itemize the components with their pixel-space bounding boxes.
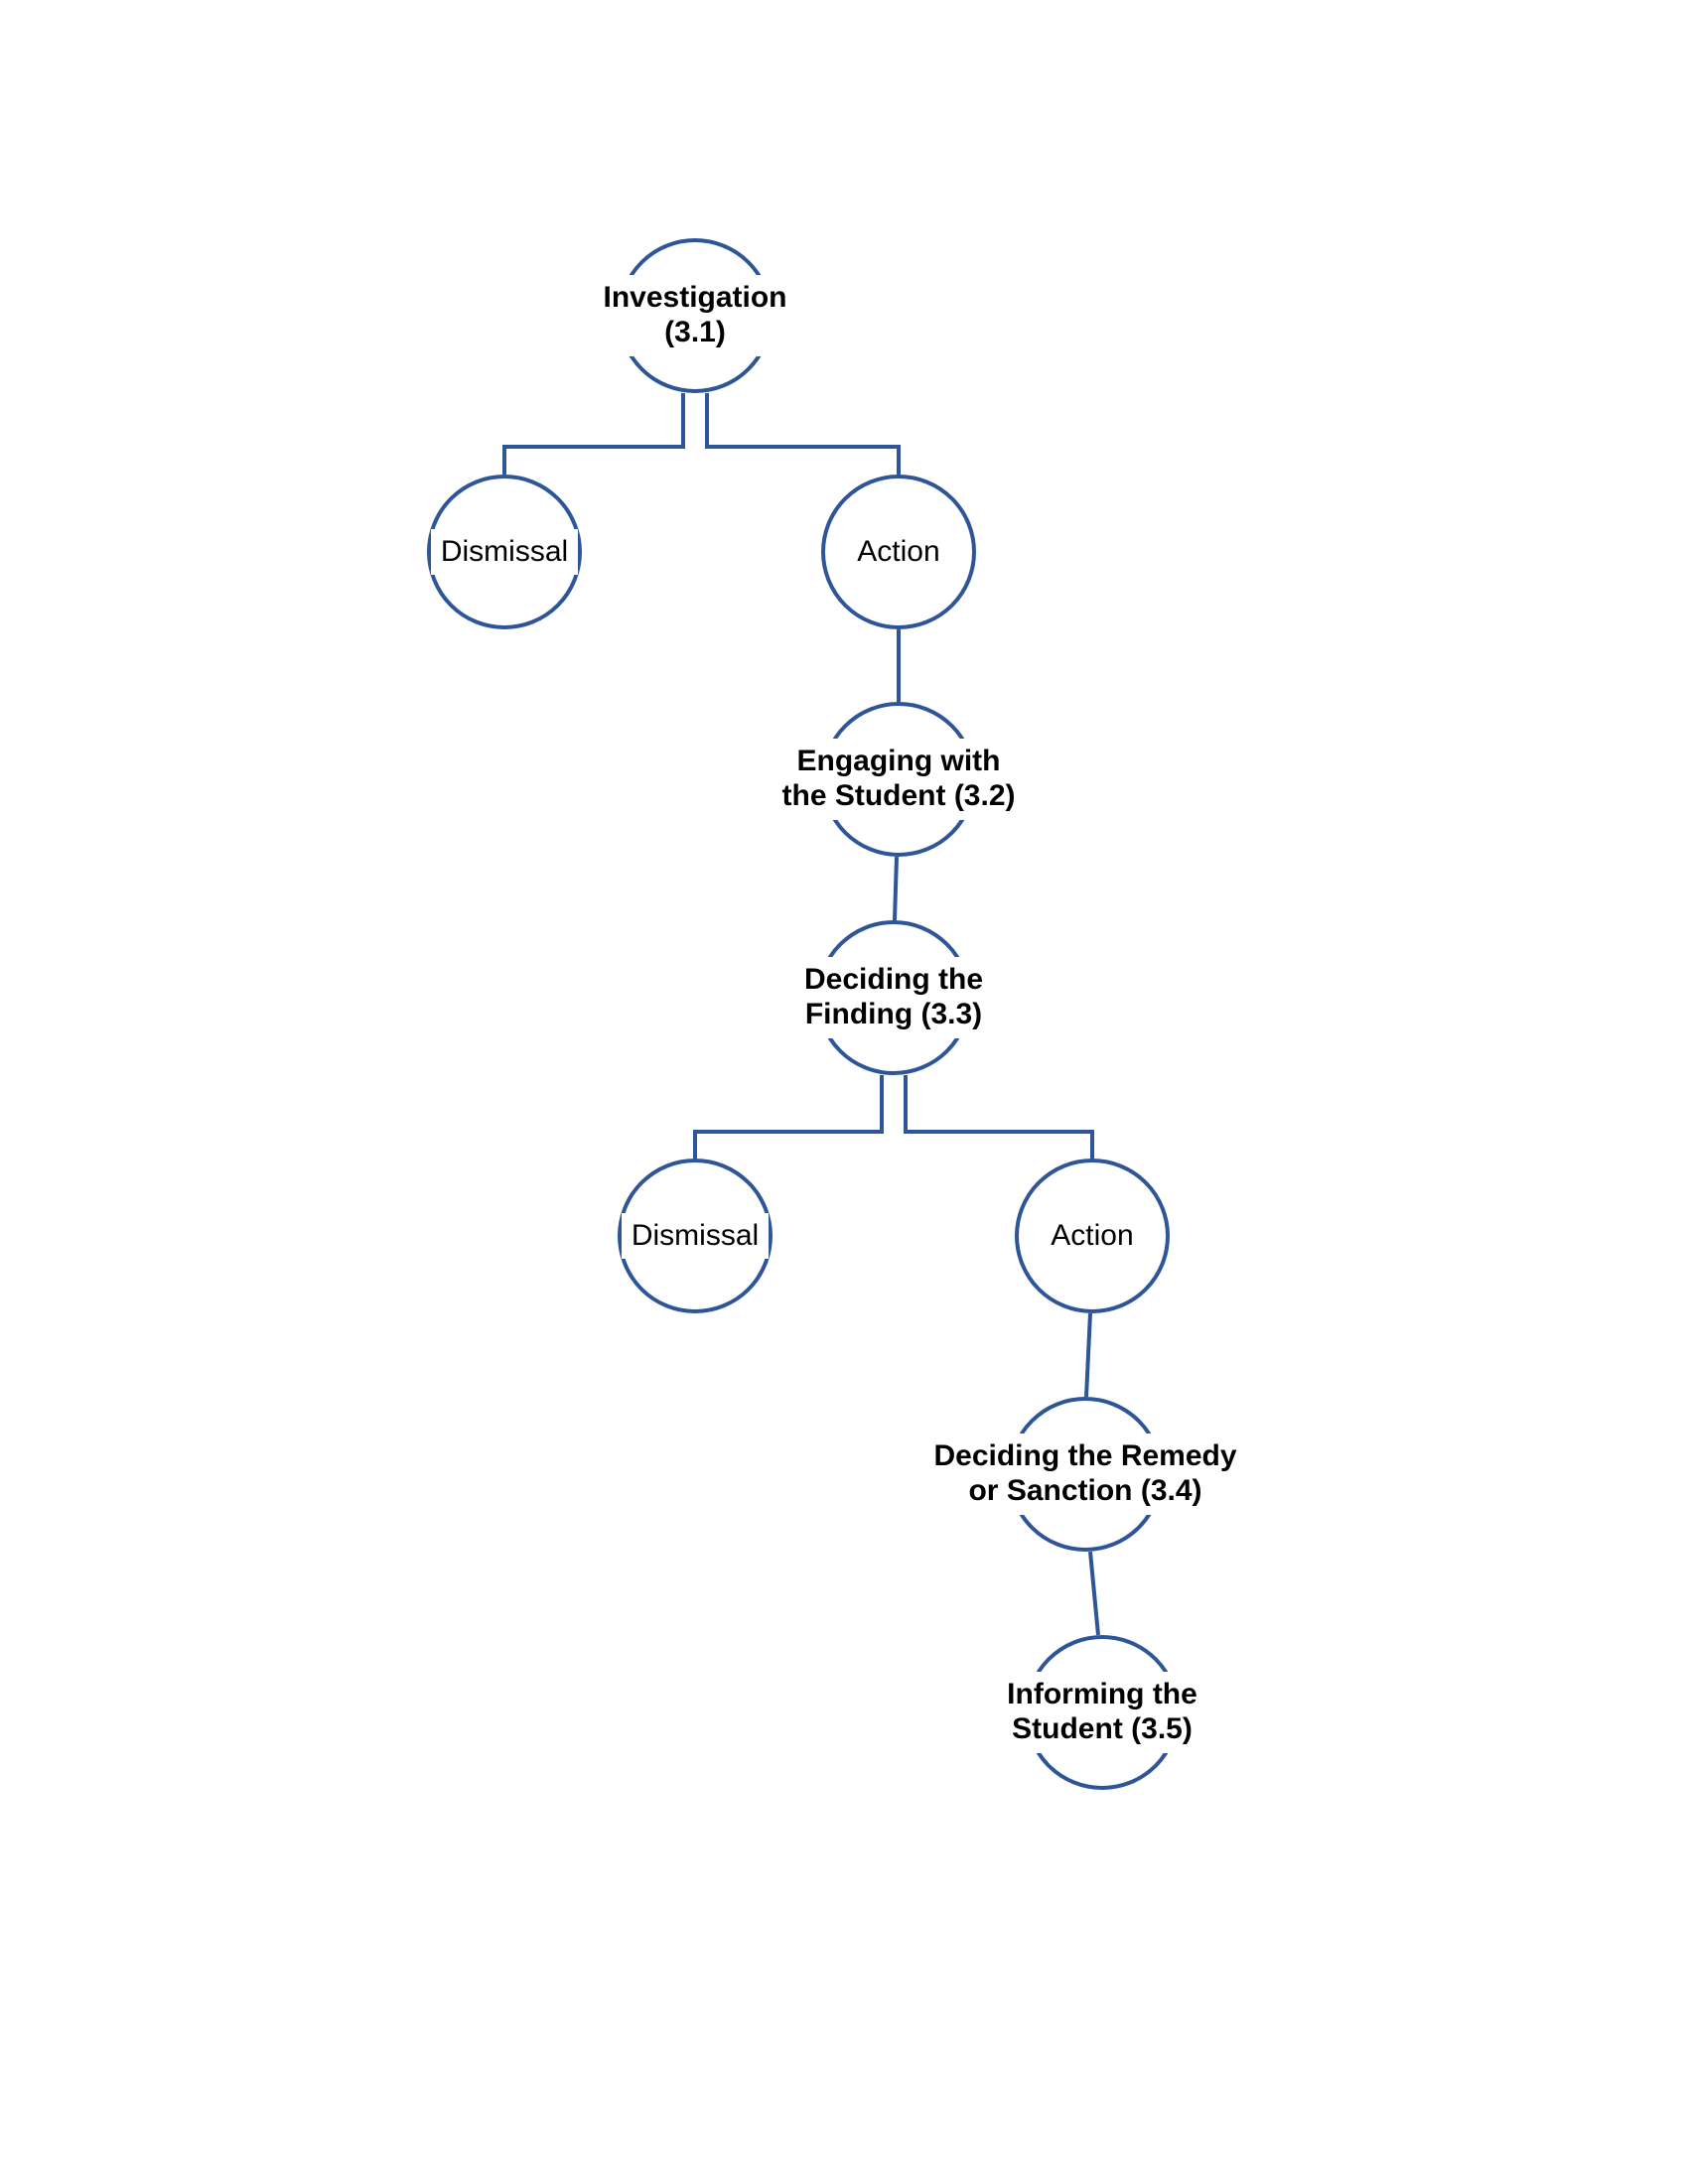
node-label-deciding-finding: Deciding the Finding (3.3) [794, 957, 994, 1038]
node-action-2[interactable]: Action [1011, 1155, 1174, 1317]
node-circle-action-1 [821, 475, 976, 629]
node-label-action-1: Action [847, 528, 950, 576]
connector-engaging-to-deciding-finding [893, 856, 899, 921]
node-action-1[interactable]: Action [817, 471, 980, 633]
node-circle-dismissal-2 [618, 1159, 773, 1313]
node-circle-action-2 [1015, 1159, 1170, 1313]
connector-investigation-to-dismissal-1 [502, 393, 685, 475]
node-circle-dismissal-1 [427, 475, 582, 629]
connector-action-2-to-deciding-remedy [1084, 1312, 1092, 1398]
node-investigation[interactable]: Investigation (3.1) [593, 234, 797, 397]
node-label-engaging-student: Engaging with the Student (3.2) [772, 739, 1026, 820]
node-label-dismissal-1: Dismissal [430, 528, 579, 576]
node-dismissal-1[interactable]: Dismissal [423, 471, 586, 633]
node-label-informing-student: Informing the Student (3.5) [997, 1672, 1207, 1753]
node-deciding-finding[interactable]: Deciding the Finding (3.3) [794, 916, 994, 1079]
node-deciding-remedy[interactable]: Deciding the Remedy or Sanction (3.4) [923, 1393, 1247, 1556]
node-informing-student[interactable]: Informing the Student (3.5) [997, 1631, 1207, 1794]
node-engaging-student[interactable]: Engaging with the Student (3.2) [772, 698, 1026, 861]
node-dismissal-2[interactable]: Dismissal [614, 1155, 776, 1317]
node-label-dismissal-2: Dismissal [621, 1212, 770, 1260]
node-label-investigation: Investigation (3.1) [593, 275, 797, 356]
connector-deciding-remedy-to-informing [1088, 1551, 1100, 1636]
connector-investigation-to-action-1 [705, 393, 901, 475]
node-label-deciding-remedy: Deciding the Remedy or Sanction (3.4) [923, 1433, 1247, 1515]
connector-deciding-finding-to-dismissal-2 [693, 1075, 884, 1159]
connector-deciding-finding-to-action-2 [904, 1075, 1094, 1159]
node-label-action-2: Action [1041, 1212, 1144, 1260]
